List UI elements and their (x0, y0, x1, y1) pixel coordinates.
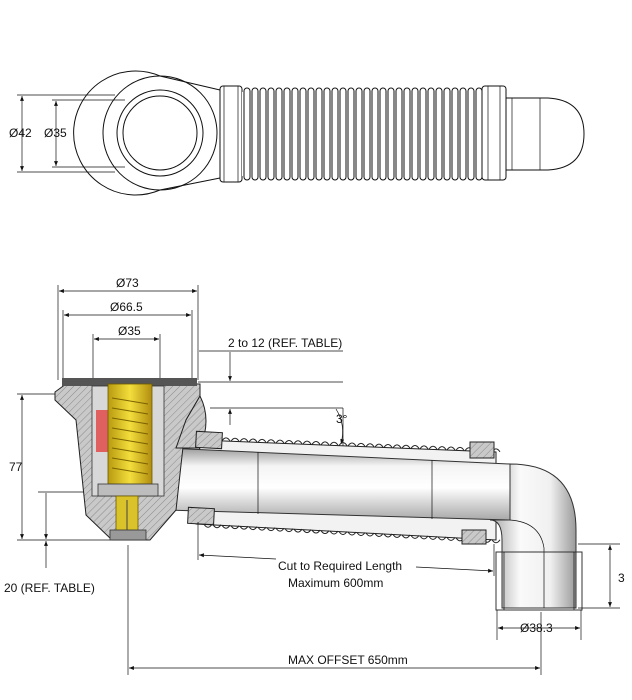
dim-angle-3deg: 3° (336, 412, 348, 426)
outlet-nut (495, 551, 583, 611)
waste-body (54, 378, 207, 541)
dim-ref-20: 20 (REF. TABLE) (4, 581, 95, 595)
section-view: Ø73 Ø66.5 Ø35 2 to 12 (REF. TABLE) 3° 77… (4, 276, 625, 675)
dim-dia-73: Ø73 (116, 276, 139, 290)
top-ring-outer (102, 75, 218, 191)
dim-top-outer-dia: Ø42 (9, 126, 32, 140)
dim-cut-line2: Maximum 600mm (288, 576, 383, 590)
top-end-collar (481, 85, 507, 181)
top-domed-end (506, 97, 585, 171)
dim-height-77: 77 (9, 460, 23, 474)
dim-outlet-dia: Ø38.3 (520, 621, 553, 635)
top-flange-outline (73, 70, 221, 196)
dim-max-offset: MAX OFFSET 650mm (288, 653, 408, 667)
top-view: Ø42 Ø35 (9, 70, 585, 196)
dim-right-cut: 3 (618, 571, 625, 585)
outlet-elbow (489, 463, 577, 609)
top-ring-mid (116, 89, 204, 177)
dim-top-inner-dia: Ø35 (44, 126, 67, 140)
dim-dia-35: Ø35 (118, 324, 141, 338)
top-nut (219, 85, 243, 183)
dim-cut-line1: Cut to Required Length (278, 559, 402, 573)
dim-ref-2-to-12: 2 to 12 (REF. TABLE) (228, 336, 342, 350)
top-corrugated-hose (242, 87, 483, 181)
dim-dia-66-5: Ø66.5 (110, 300, 143, 314)
top-ring-inner (122, 95, 198, 171)
